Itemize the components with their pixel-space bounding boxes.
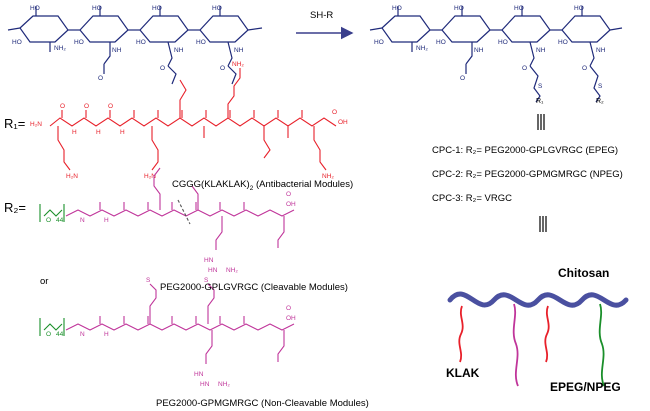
chitosan-reactant	[7, 6, 263, 85]
svg-text:HO: HO	[12, 39, 22, 46]
svg-text:HO: HO	[196, 39, 206, 46]
svg-text:NH: NH	[474, 47, 484, 54]
svg-text:O: O	[332, 109, 337, 116]
svg-text:HO: HO	[374, 39, 384, 46]
svg-text:HO: HO	[574, 5, 584, 12]
r2-noncleavable	[39, 283, 295, 364]
svg-text:NH: NH	[112, 47, 122, 54]
svg-text:H: H	[96, 129, 101, 136]
svg-text:O: O	[582, 65, 587, 72]
svg-text:O: O	[46, 331, 51, 338]
svg-text:O: O	[522, 65, 527, 72]
svg-text:O: O	[60, 103, 65, 110]
svg-text:H₂N: H₂N	[66, 173, 78, 180]
svg-text:H₂N: H₂N	[144, 173, 156, 180]
svg-text:NH: NH	[174, 47, 184, 54]
svg-text:O: O	[460, 75, 465, 82]
chitosan-cartoon	[447, 291, 629, 387]
cpc-2: CPC-2: R₂= PEG2000-GPMGMRGC (NPEG)	[432, 169, 623, 180]
antibacterial-caption: CGGG(KLAKLAK)2 (Antibacterial Modules)	[172, 179, 354, 192]
chitosan-product	[369, 6, 623, 103]
svg-text:NH₂: NH₂	[416, 45, 428, 52]
svg-text:HO: HO	[558, 39, 568, 46]
svg-text:44: 44	[56, 331, 64, 338]
cpc-3: CPC-3: R₂= VRGC	[432, 193, 512, 204]
svg-text:HO: HO	[454, 5, 464, 12]
svg-text:NH₂: NH₂	[218, 381, 230, 388]
svg-text:NH₂: NH₂	[54, 45, 66, 52]
svg-text:OH: OH	[338, 119, 348, 126]
svg-text:S: S	[146, 277, 151, 284]
cleavable-caption: PEG2000-GPLGVRGC (Cleavable Modules)	[160, 282, 348, 293]
chitosan-label: Chitosan	[558, 266, 610, 280]
svg-text:N: N	[80, 331, 85, 338]
or-label: or	[40, 276, 49, 287]
klak-label: KLAK	[446, 366, 480, 380]
r2-label: R₂=	[4, 200, 27, 215]
svg-text:H₂N: H₂N	[30, 121, 42, 128]
svg-text:HO: HO	[514, 5, 524, 12]
product-sub-r1: R₁	[536, 98, 544, 105]
svg-text:O: O	[286, 191, 291, 198]
svg-text:HO: HO	[212, 5, 222, 12]
svg-text:HO: HO	[30, 5, 40, 12]
svg-text:N: N	[80, 217, 85, 224]
svg-text:HO: HO	[436, 39, 446, 46]
svg-text:S: S	[538, 83, 543, 90]
r2-cleavable	[39, 167, 295, 250]
r1-peptide	[49, 68, 337, 171]
svg-text:O: O	[46, 217, 51, 224]
klak-chain-2	[544, 305, 550, 363]
svg-text:H: H	[104, 217, 109, 224]
svg-text:HO: HO	[152, 5, 162, 12]
svg-text:O: O	[98, 75, 103, 82]
svg-text:HN: HN	[194, 371, 204, 378]
svg-text:NH: NH	[234, 47, 244, 54]
svg-text:O: O	[108, 103, 113, 110]
svg-text:O: O	[286, 305, 291, 312]
r1-label: R₁=	[4, 116, 26, 131]
svg-text:NH₂: NH₂	[322, 173, 334, 180]
svg-text:S: S	[598, 83, 603, 90]
product-sub-r2: R₂	[596, 98, 604, 105]
peg-chain-1	[512, 303, 519, 387]
svg-text:NH: NH	[536, 47, 546, 54]
svg-text:H: H	[72, 129, 77, 136]
svg-text:HO: HO	[92, 5, 102, 12]
svg-text:HO: HO	[498, 39, 508, 46]
peg-chain-2	[598, 303, 605, 387]
svg-text:HN: HN	[204, 257, 214, 264]
svg-text:S: S	[204, 277, 209, 284]
epeg-npeg-label: EPEG/NPEG	[550, 380, 621, 394]
svg-text:HO: HO	[136, 39, 146, 46]
svg-text:HO: HO	[392, 5, 402, 12]
svg-text:HN: HN	[200, 381, 210, 388]
svg-text:HN: HN	[208, 267, 218, 274]
svg-text:NH₂: NH₂	[226, 267, 238, 274]
svg-text:O: O	[160, 65, 165, 72]
equivalence-mark-top	[537, 114, 545, 130]
svg-text:NH₂: NH₂	[232, 61, 244, 68]
cpc-1: CPC-1: R₂= PEG2000-GPLGVRGC (EPEG)	[432, 145, 619, 156]
svg-text:HO: HO	[74, 39, 84, 46]
equivalence-mark-bottom	[539, 216, 547, 232]
svg-text:H: H	[104, 331, 109, 338]
svg-text:44: 44	[56, 217, 64, 224]
svg-text:OH: OH	[286, 201, 296, 208]
svg-text:NH: NH	[596, 47, 606, 54]
svg-text:O: O	[84, 103, 89, 110]
klak-chain-1	[458, 305, 464, 363]
reagent-label: SH-R	[310, 10, 334, 21]
svg-text:H: H	[120, 129, 125, 136]
svg-text:OH: OH	[286, 315, 296, 322]
svg-text:O: O	[220, 65, 225, 72]
noncleavable-caption: PEG2000-GPMGMRGC (Non-Cleavable Modules)	[156, 398, 369, 409]
